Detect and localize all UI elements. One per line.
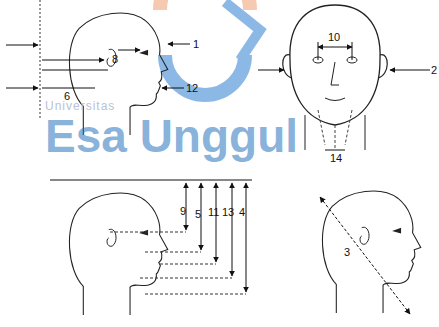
callout-number: 11 — [208, 206, 219, 218]
callout-number: 14 — [330, 152, 342, 164]
watermark-logo — [160, 0, 260, 95]
callout-number: 1 — [193, 38, 199, 50]
callout-number: 9 — [180, 205, 186, 217]
callout-number: 2 — [431, 64, 437, 76]
watermark-text: Esa Unggul — [45, 112, 298, 160]
callout-number: 10 — [328, 31, 340, 43]
callout-number: 13 — [222, 206, 234, 218]
callout-number: 12 — [186, 82, 198, 94]
side-head-diagonal — [320, 191, 421, 314]
callout-number: 3 — [344, 246, 350, 258]
callout-number: 6 — [64, 90, 70, 102]
callout-number: 8 — [112, 53, 118, 65]
callout-number: 5 — [195, 208, 201, 220]
callout-number: 4 — [239, 206, 245, 218]
watermark-text: Universitas — [45, 100, 115, 112]
side-head-vertical — [50, 180, 252, 315]
